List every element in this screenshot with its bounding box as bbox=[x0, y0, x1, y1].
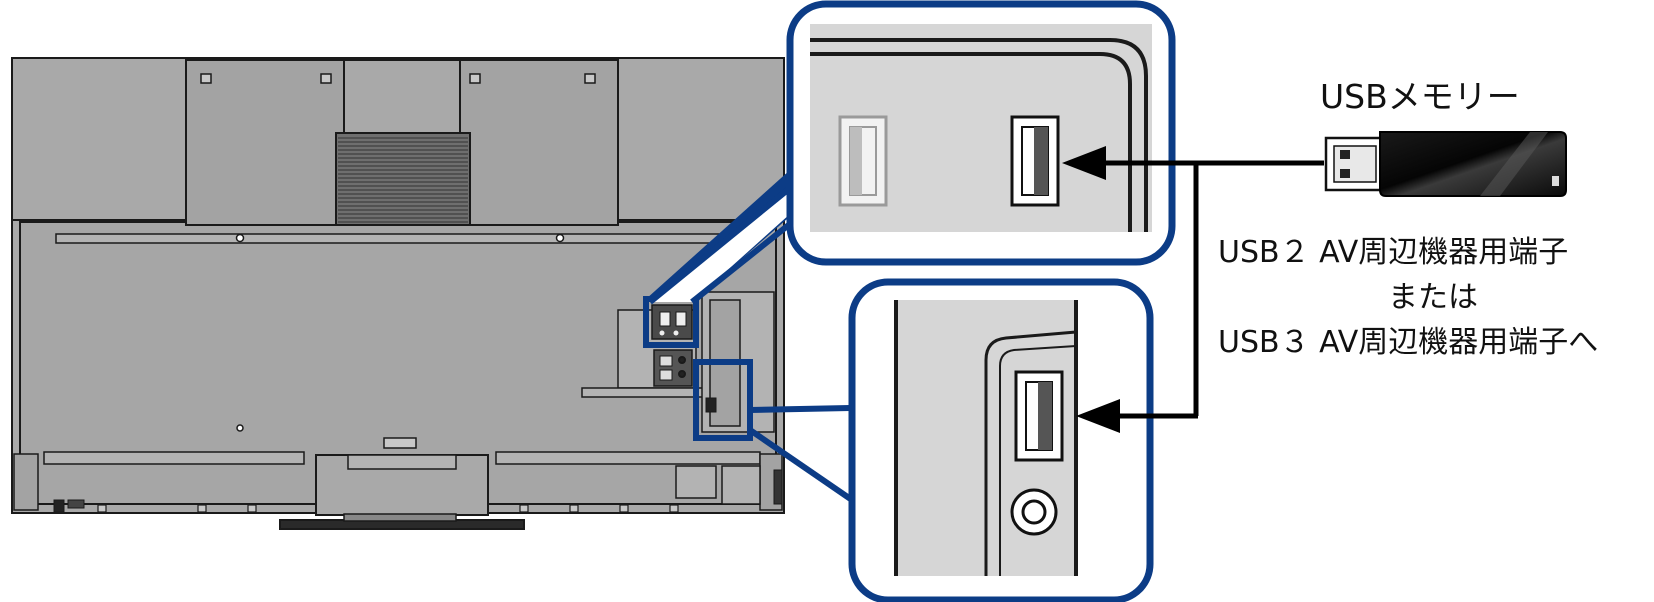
zoom-callout-upper bbox=[646, 0, 1176, 305]
connection-arrows bbox=[1062, 146, 1324, 433]
usb-port-icon bbox=[838, 115, 888, 207]
zoom-callout-lower bbox=[748, 278, 1154, 602]
vent-grille bbox=[335, 132, 471, 226]
right-mount-bracket bbox=[459, 59, 619, 226]
arrow-head-upper bbox=[1062, 146, 1106, 180]
port-label-or: または bbox=[1388, 280, 1478, 315]
highlight-usb3-area bbox=[693, 359, 753, 441]
usb-memory-label: USBメモリー bbox=[1320, 77, 1520, 116]
left-mount-bracket bbox=[185, 59, 345, 226]
arrow-head-lower bbox=[1076, 399, 1120, 433]
usb-memory-icon bbox=[1324, 131, 1567, 197]
port-label-usb2: USB２ AV周辺機器用端子 bbox=[1218, 235, 1569, 270]
port-label-usb3: USB３ AV周辺機器用端子へ bbox=[1218, 325, 1599, 360]
usb-port-icon bbox=[1014, 370, 1064, 462]
round-jack-icon bbox=[1010, 488, 1058, 536]
top-rail bbox=[55, 233, 737, 244]
usb-port-icon bbox=[1010, 115, 1060, 207]
